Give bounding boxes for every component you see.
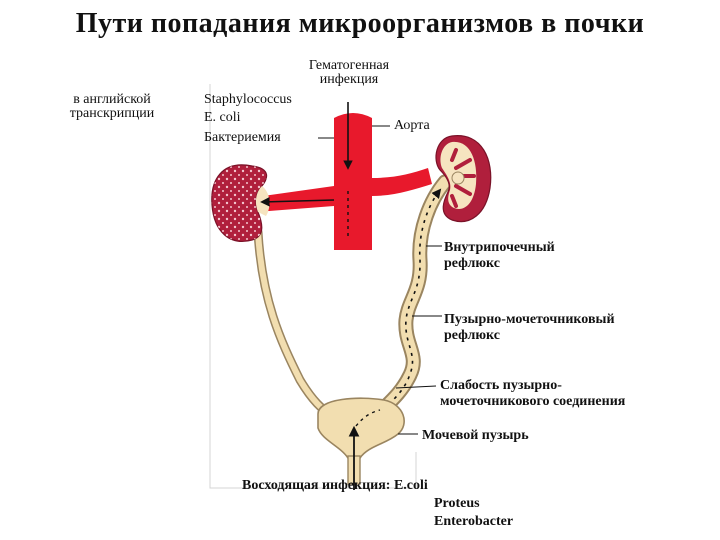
ascending-organism-enterobacter: Enterobacter: [434, 514, 514, 529]
transcription-note-line-1: в английской: [73, 92, 151, 107]
ascending-infection-heading: Восходящая инфекция: E.coli: [242, 478, 428, 493]
aorta-label: Аорта: [394, 118, 430, 133]
page-title: Пути попадания микроорганизмов в почки: [75, 8, 645, 39]
aorta: [334, 118, 372, 250]
transcription-note-line-2: транскрипции: [69, 106, 155, 121]
renal-artery-right: [372, 168, 432, 196]
junction-weakness-line-1: Слабость пузырно-: [440, 378, 562, 393]
junction-weakness-line-2: мочеточникового соединения: [440, 394, 626, 409]
diagram-frame: [209, 84, 417, 489]
intrarenal-reflux-line-1: Внутрипочечный: [444, 240, 555, 255]
renal-artery-left: [256, 186, 334, 212]
left-ureter: [253, 227, 340, 423]
bladder-label: Мочевой пузырь: [422, 428, 529, 443]
hematogenous-heading-line-2: инфекция: [319, 72, 379, 87]
ascending-organism-proteus: Proteus: [434, 496, 480, 511]
vesicoureteral-reflux-line-1: Пузырно-мочеточниковый: [444, 312, 615, 327]
bladder: [317, 397, 405, 459]
intrarenal-reflux-line-2: рефлюкс: [444, 256, 500, 271]
hematogenous-organism-staph: Staphylococcus: [204, 92, 292, 107]
vesicoureteral-reflux-line-2: рефлюкс: [444, 328, 500, 343]
bacteremia-label: Бактериемия: [204, 130, 281, 145]
hematogenous-organism-ecoli: E. coli: [204, 110, 241, 125]
hematogenous-heading-line-1: Гематогенная: [308, 58, 390, 73]
